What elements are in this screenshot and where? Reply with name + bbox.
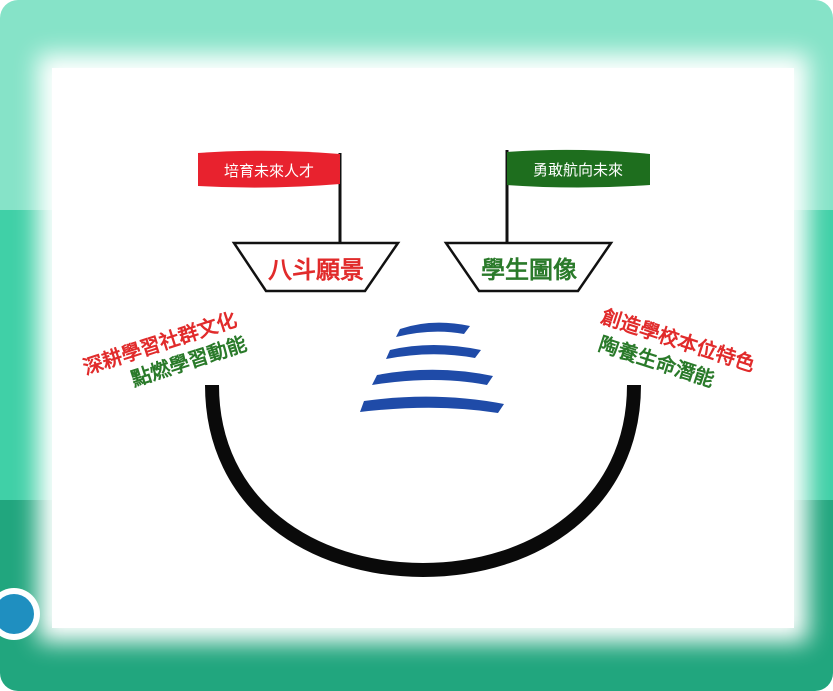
left-flag: 培育未來人才	[198, 150, 342, 243]
right-flag-label: 勇敢航向未來	[533, 161, 623, 179]
wave-stroke-3	[372, 369, 493, 385]
right-flag: 勇敢航向未來	[505, 149, 650, 243]
left-flag-label: 培育未來人才	[224, 162, 314, 180]
wave-stroke-1	[396, 322, 470, 337]
speaker-icon-inner	[0, 594, 34, 634]
wave-stroke-2	[386, 345, 481, 359]
left-flag-cloth	[198, 150, 340, 188]
left-boat-label: 八斗願景	[268, 256, 364, 284]
right-boat: 學生圖像	[443, 241, 614, 293]
wave-stroke-4	[360, 396, 504, 413]
left-boat-hull	[231, 241, 401, 293]
right-boat-label: 學生圖像	[481, 256, 578, 284]
right-flag-cloth	[507, 149, 650, 188]
right-boat-hull	[443, 241, 614, 293]
wave-logo-icon	[360, 322, 504, 413]
speaker-icon[interactable]	[0, 588, 40, 640]
smile-arc	[205, 384, 641, 578]
right-slogan: 創造學校本位特色 陶養生命潛能	[596, 304, 758, 392]
left-slogan: 深耕學習社群文化 點燃學習動能	[80, 307, 250, 391]
left-boat: 八斗願景	[231, 241, 401, 293]
